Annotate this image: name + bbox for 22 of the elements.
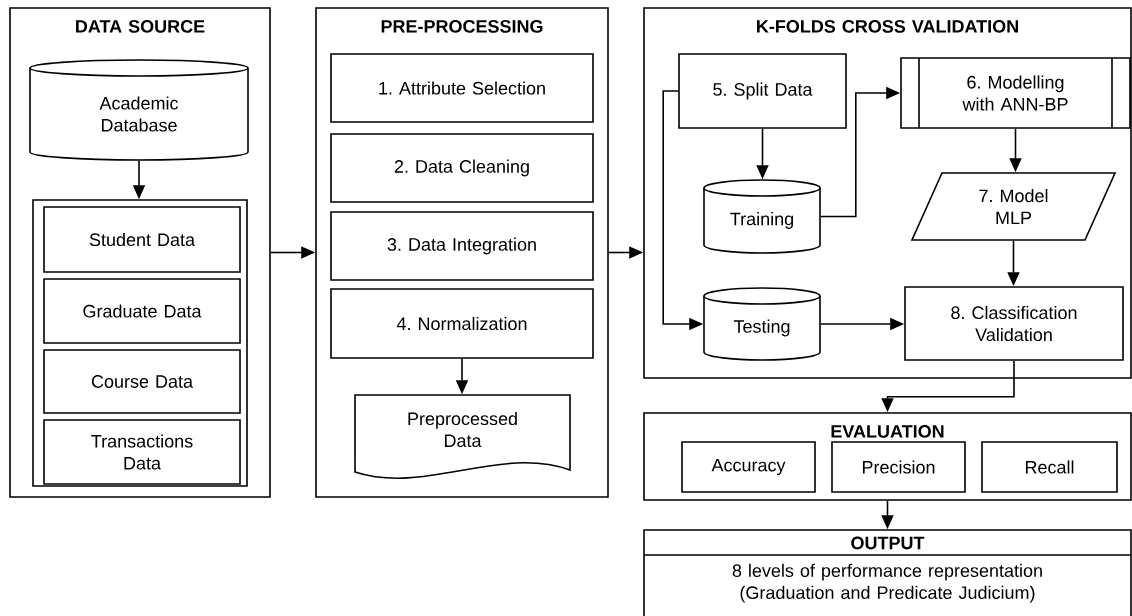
process-box: Accuracy bbox=[681, 441, 816, 493]
node-label: Training bbox=[730, 212, 794, 229]
process-box: Graduate Data bbox=[43, 278, 241, 344]
process-box: Precision bbox=[831, 441, 966, 493]
process-box: Transactions Data bbox=[43, 419, 241, 485]
process-box: 2. Data Cleaning bbox=[330, 133, 594, 203]
database-cylinder: Testing bbox=[703, 287, 821, 361]
process-box: 4. Normalization bbox=[330, 288, 594, 359]
database-cylinder: Training bbox=[703, 179, 821, 254]
process-box: 8. Classification Validation bbox=[904, 286, 1124, 361]
process-box: 1. Attribute Selection bbox=[330, 53, 594, 123]
group-box bbox=[32, 199, 248, 487]
subroutine-box: 6. Modelling with ANN-BP bbox=[900, 57, 1131, 129]
node-label: Academic Database bbox=[99, 96, 179, 132]
process-box: 3. Data Integration bbox=[330, 211, 594, 281]
node-label: Testing bbox=[733, 319, 790, 337]
process-box: 5. Split Data bbox=[678, 53, 847, 129]
process-box: Student Data bbox=[43, 206, 241, 273]
process-box: Course Data bbox=[43, 349, 241, 414]
output-panel: OUTPUT 8 levels of performance representation (Graduation and Predicate Judicium) bbox=[643, 529, 1132, 616]
database-cylinder: Academic Database bbox=[29, 59, 249, 161]
process-box: Recall bbox=[981, 441, 1118, 493]
